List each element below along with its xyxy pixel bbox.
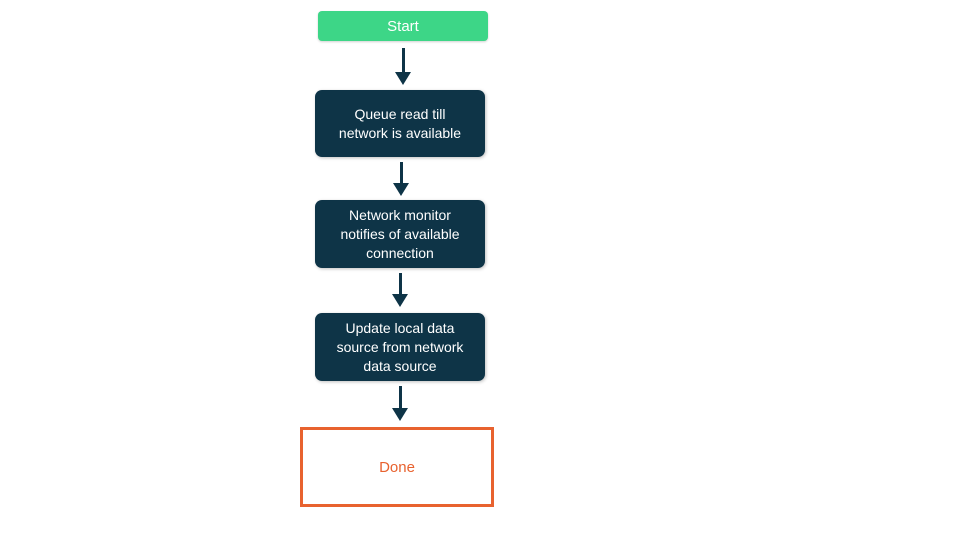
flowchart-node-queue-read[interactable]: Queue read till network is available [315, 90, 485, 157]
network-monitor-label: Network monitor notifies of available co… [340, 206, 460, 261]
down-arrow [395, 48, 411, 85]
down-arrow [392, 386, 408, 421]
arrow-head-icon [392, 408, 408, 421]
arrow-head-icon [392, 294, 408, 307]
start-label: Start [387, 17, 419, 35]
down-arrow [392, 273, 408, 307]
flowchart-node-done[interactable]: Done [300, 427, 494, 507]
flowchart-node-update-local-data[interactable]: Update local data source from network da… [315, 313, 485, 381]
update-local-data-label: Update local data source from network da… [336, 319, 464, 374]
done-label: Done [379, 458, 415, 476]
flowchart-node-network-monitor[interactable]: Network monitor notifies of available co… [315, 200, 485, 268]
arrow-head-icon [393, 183, 409, 196]
flowchart-node-start[interactable]: Start [318, 11, 488, 41]
arrow-stem [398, 273, 402, 294]
arrow-head-icon [395, 72, 411, 85]
down-arrow [393, 162, 409, 196]
arrow-stem [401, 48, 405, 72]
queue-read-label: Queue read till network is available [338, 105, 462, 141]
arrow-stem [398, 386, 402, 408]
arrow-stem [399, 162, 403, 183]
